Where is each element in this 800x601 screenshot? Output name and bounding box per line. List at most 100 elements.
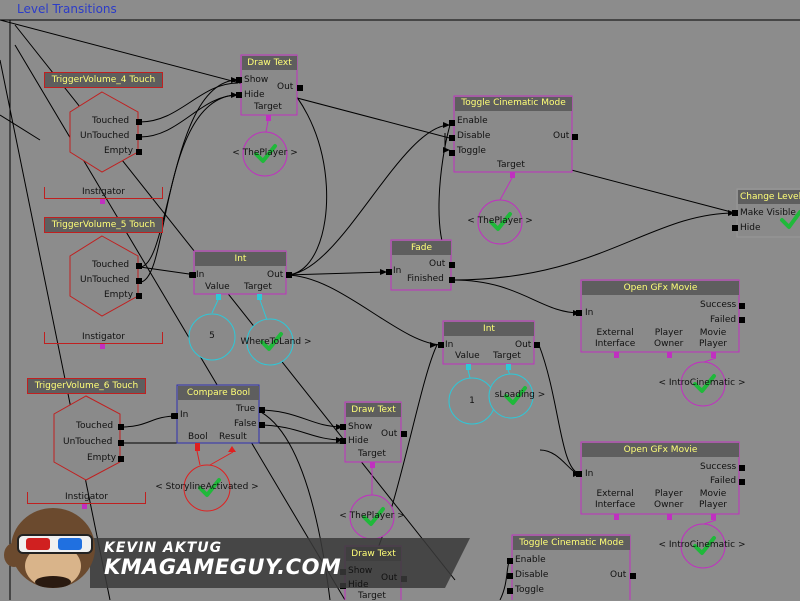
int-2-value: 1 [469, 396, 475, 406]
fade-in: In [393, 266, 402, 276]
wires [0, 19, 736, 600]
draw-text-1-out: Out [277, 82, 294, 92]
toggle-cine-1-title: Toggle Cinematic Mode [461, 98, 566, 108]
gfx-1-player-owner: Player Owner [654, 328, 684, 349]
int-target-var-2[interactable] [488, 373, 534, 419]
draw-text-3-out: Out [381, 573, 398, 583]
trigger-4-touched: Touched [92, 116, 130, 126]
check-icons [198, 144, 800, 555]
int-2-target-label: Target [493, 351, 521, 361]
draw-text-1-hide: Hide [244, 90, 265, 100]
trigger-4-empty: Empty [104, 146, 134, 156]
trigger-6-shape[interactable] [53, 395, 121, 481]
trigger-6-touched: Touched [76, 421, 114, 431]
player-var-1[interactable] [242, 131, 288, 177]
draw-text-3-target: Target [358, 591, 386, 601]
int-1-value-label: Value [205, 282, 230, 292]
draw-text-2-title: Draw Text [351, 405, 396, 415]
gfx-2-movie-player: Movie Player [699, 489, 728, 510]
trigger-4-title: TriggerVolume_4 Touch [44, 72, 163, 88]
trigger-5-instigator: Instigator [44, 332, 163, 344]
player-var-2[interactable] [477, 199, 523, 245]
trigger-6-title: TriggerVolume_6 Touch [27, 378, 146, 394]
wire-arrows [171, 77, 735, 477]
compare-bool-bool: Bool [188, 432, 208, 442]
trigger-4-instigator: Instigator [44, 187, 163, 199]
gfx-2-player-owner: Player Owner [654, 489, 684, 510]
gfx-2-var[interactable] [680, 523, 726, 569]
var-links [196, 120, 717, 525]
toggle-cine-2-disable: Disable [515, 570, 549, 580]
draw-text-3-title: Draw Text [351, 549, 396, 559]
int-2-title: Int [483, 324, 495, 334]
change-level-hide: Hide [740, 223, 761, 233]
compare-bool-title: Compare Bool [186, 388, 251, 398]
int-2-in: In [445, 340, 454, 350]
draw-text-1-player-label: < ThePlayer > [232, 148, 298, 158]
gfx-1-var[interactable] [680, 361, 726, 407]
trigger-4-untouched: UnTouched [80, 131, 130, 141]
draw-text-1-show: Show [244, 75, 269, 85]
gfx-2-external-interface: External Interface [595, 489, 636, 510]
trigger-5-empty: Empty [104, 290, 134, 300]
toggle-cine-1-out: Out [553, 131, 570, 141]
trigger-4-shape[interactable] [69, 91, 139, 173]
watermark-site: KMAGAMEGUY.COM [104, 555, 342, 579]
draw-text-3-hide: Hide [348, 580, 369, 590]
change-level-title: Change Level [740, 192, 800, 202]
gfx-2-title: Open GFx Movie [623, 445, 698, 455]
trigger-6-empty: Empty [87, 453, 117, 463]
toggle-cine-2-out: Out [610, 570, 627, 580]
draw-text-1-title: Draw Text [247, 58, 292, 68]
int-var-stubs [216, 294, 511, 370]
draw-text-2-hide: Hide [348, 436, 369, 446]
int-1-target-label: Target [244, 282, 272, 292]
int-2-target-var-label: sLoading > [494, 390, 546, 400]
toggle-cine-1-toggle: Toggle [457, 146, 486, 156]
int-target-var-1[interactable] [246, 318, 294, 366]
fade-out: Out [429, 259, 446, 269]
gfx-2-failed: Failed [710, 476, 737, 486]
gfx-1-title: Open GFx Movie [623, 283, 698, 293]
watermark-author: KEVIN AKTUG [104, 540, 223, 556]
compare-bool-in: In [180, 410, 189, 420]
fade-finished: Finished [407, 274, 444, 284]
compare-bool-var-label: < StorylineActivated > [155, 482, 259, 492]
compare-bool-true: True [236, 404, 256, 414]
compare-bool-result: Result [219, 432, 247, 442]
toggle-cine-1-enable: Enable [457, 116, 488, 126]
toggle-cine-2-title: Toggle Cinematic Mode [519, 538, 624, 548]
draw-text-2-target: Target [358, 449, 386, 459]
gfx-1-external-interface: External Interface [595, 328, 636, 349]
trigger-6-instigator: Instigator [27, 492, 146, 504]
int-value-var-1[interactable] [188, 313, 236, 361]
compare-bool-false: False [234, 419, 257, 429]
toggle-cine-2-enable: Enable [515, 555, 546, 565]
watermark-band [90, 538, 470, 588]
draw-text-2-player-label: < ThePlayer > [339, 511, 405, 521]
int-1-target-var-label: WhereToLand > [240, 337, 312, 347]
draw-text-2-show: Show [348, 422, 373, 432]
int-1-in: In [196, 270, 205, 280]
gfx-1-failed: Failed [710, 315, 737, 325]
int-2-value-label: Value [455, 351, 480, 361]
fade-title: Fade [410, 243, 433, 253]
gfx-2-var-label: < IntroCinematic > [658, 540, 746, 550]
toggle-cine-2-toggle: Toggle [515, 585, 544, 595]
draw-text-2-out: Out [381, 429, 398, 439]
trigger-6-untouched: UnTouched [63, 437, 113, 447]
trigger-5-shape[interactable] [69, 235, 139, 317]
int-1-value: 5 [209, 331, 215, 341]
logo-mascot [4, 508, 95, 588]
bool-var[interactable] [183, 464, 231, 512]
int-1-title: Int [234, 254, 247, 264]
gfx-2-in: In [585, 469, 594, 479]
trigger-5-title: TriggerVolume_5 Touch [44, 217, 163, 233]
trigger-5-touched: Touched [92, 260, 130, 270]
draw-text-1-target: Target [254, 102, 282, 112]
toggle-cine-1-player-label: < ThePlayer > [467, 216, 533, 226]
sequence-title: Level Transitions [17, 2, 117, 16]
int-2-out: Out [515, 340, 532, 350]
gfx-2-success: Success [700, 462, 737, 472]
